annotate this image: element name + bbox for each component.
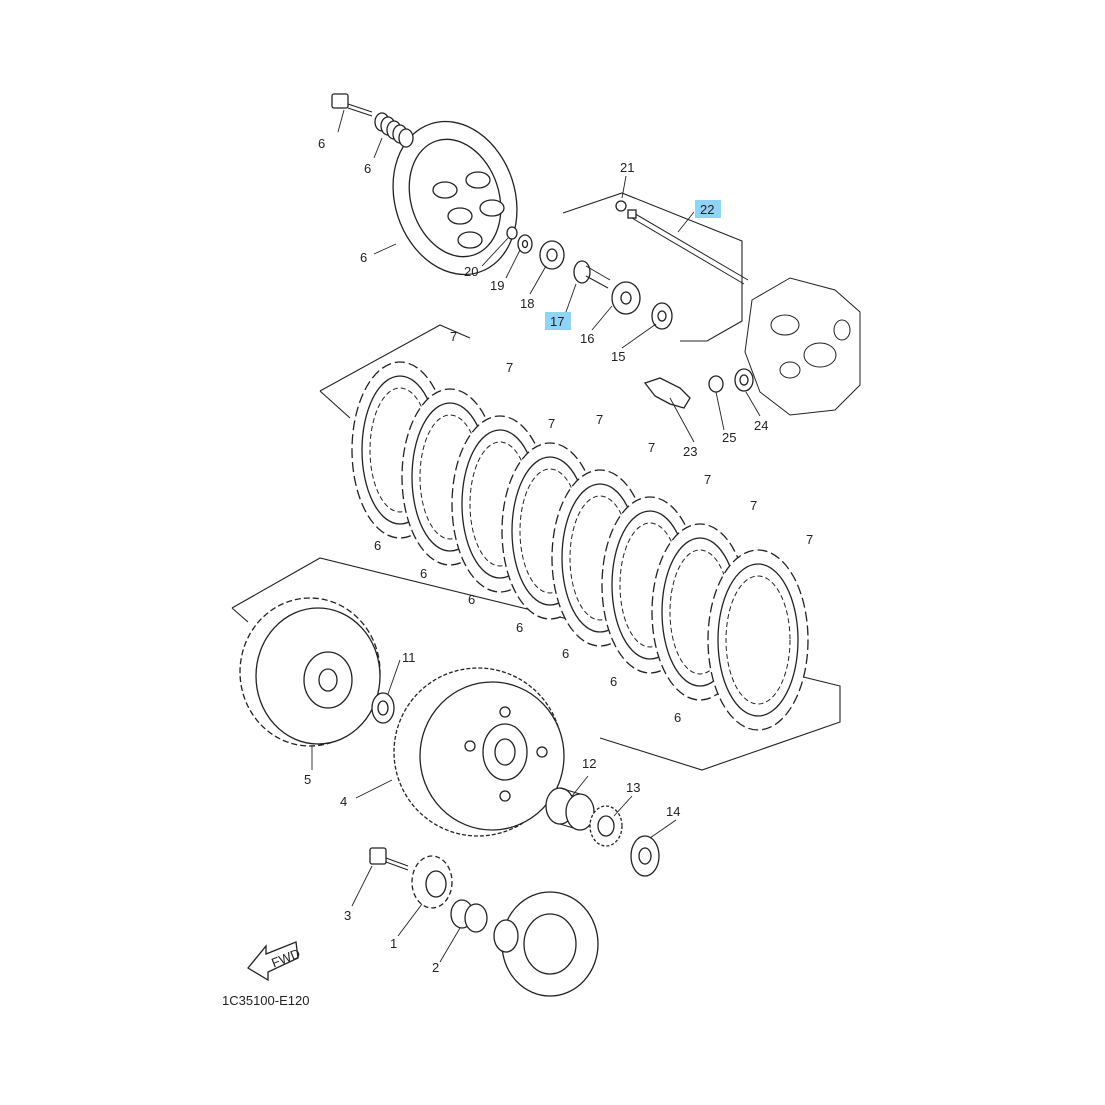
callout-3: 3	[344, 908, 351, 923]
clutch-spring	[374, 112, 414, 148]
primary-gear-bolt	[369, 847, 409, 871]
callout-17-highlight	[545, 312, 571, 330]
friction-plate-8	[707, 549, 809, 731]
callout-7e: 7	[648, 440, 655, 455]
pressure-plate-bolt	[331, 93, 373, 117]
callout-17: 17	[550, 314, 564, 329]
crankcase-fragment	[744, 277, 861, 416]
thrust-washer-11	[371, 692, 395, 724]
callout-21: 21	[620, 160, 634, 175]
callout-7c: 7	[548, 416, 555, 431]
callout-4: 4	[340, 794, 347, 809]
callout-20: 20	[464, 264, 478, 279]
callout-1: 1	[390, 936, 397, 951]
bushing-16	[611, 281, 641, 315]
bushing-24	[734, 368, 754, 392]
callout-19: 19	[490, 278, 504, 293]
fwd-arrow-icon: FWD	[247, 941, 302, 982]
callout-12: 12	[582, 756, 596, 771]
bearing-18	[539, 240, 565, 270]
callout-2: 2	[432, 960, 439, 975]
callout-7d: 7	[596, 412, 603, 427]
callout-22: 22	[700, 202, 714, 217]
callout-9: 6	[364, 161, 371, 176]
callout-11: 11	[402, 650, 416, 665]
clutch-boss	[239, 597, 381, 747]
washer-25	[708, 375, 724, 393]
callout-6d: 6	[516, 620, 523, 635]
callout-6c: 6	[468, 592, 475, 607]
leader-lines	[311, 109, 761, 963]
callout-labels: 6 6 6 20 19 18 17 16 15 21 22 23 25 24 7…	[304, 136, 813, 975]
callout-18: 18	[520, 296, 534, 311]
callout-8: 6	[360, 250, 367, 265]
washer-19-hole	[521, 239, 529, 249]
callout-16: 16	[580, 331, 594, 346]
lower-group-box-left	[231, 607, 249, 623]
fwd-label: FWD	[269, 946, 302, 971]
crankshaft-hub	[493, 891, 599, 997]
callout-7f: 7	[704, 472, 711, 487]
callout-6b: 6	[420, 566, 427, 581]
clutch-housing	[393, 667, 565, 837]
callout-6e: 6	[562, 646, 569, 661]
plates-group-box-lower	[319, 390, 351, 419]
spacer-12	[545, 787, 595, 831]
callout-7a: 7	[450, 329, 457, 344]
callout-7g: 7	[750, 498, 757, 513]
plates-group-box	[319, 324, 471, 392]
circlip	[506, 226, 518, 240]
upper-group-box	[562, 192, 743, 342]
lower-group-box	[231, 557, 841, 771]
pressure-plate	[392, 120, 518, 276]
callout-7b: 7	[506, 360, 513, 375]
primary-drive-gear	[411, 855, 453, 909]
ball-21	[615, 200, 627, 212]
callout-23: 23	[683, 444, 697, 459]
callout-5: 5	[304, 772, 311, 787]
push-rod-17	[573, 260, 611, 289]
callout-24: 24	[754, 418, 768, 433]
callout-6a: 6	[374, 538, 381, 553]
callout-6f: 6	[610, 674, 617, 689]
push-lever-23	[643, 377, 691, 409]
callout-7h: 7	[806, 532, 813, 547]
callout-14: 14	[666, 804, 680, 819]
bushing-2	[450, 899, 488, 933]
diagram-code: 1C35100-E120	[222, 993, 309, 1008]
callout-22-highlight	[695, 200, 721, 218]
callout-13: 13	[626, 780, 640, 795]
oil-seal-15	[651, 302, 673, 330]
callout-6g: 6	[674, 710, 681, 725]
callout-10: 6	[318, 136, 325, 151]
washer-14	[630, 835, 660, 877]
callout-25: 25	[722, 430, 736, 445]
callout-15: 15	[611, 349, 625, 364]
push-rod-22	[627, 209, 749, 285]
